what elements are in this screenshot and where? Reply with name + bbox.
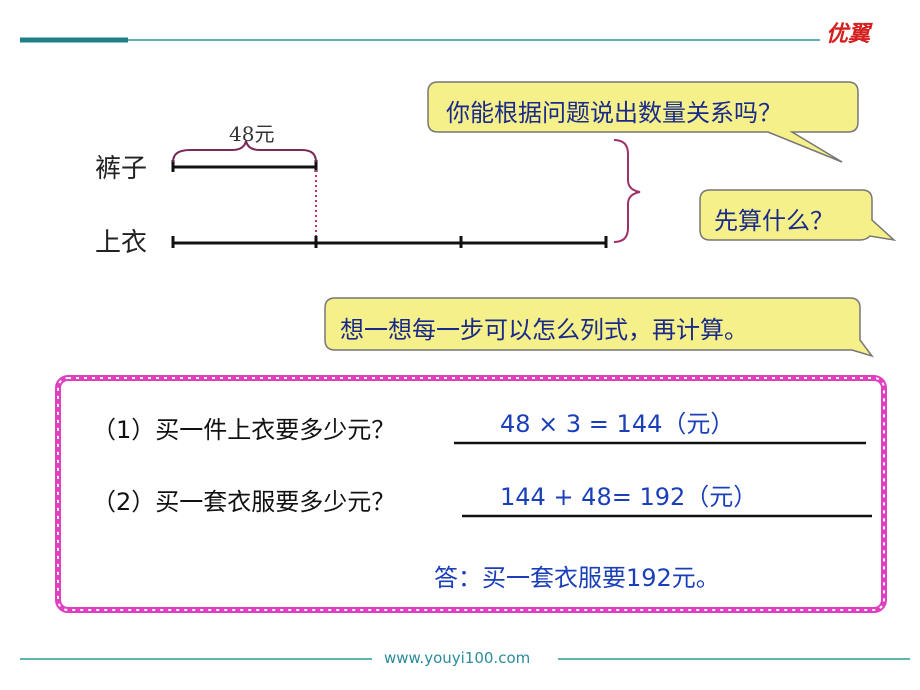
problem-1-question: （1）买一件上衣要多少元？ (92, 416, 396, 444)
price-brace (172, 140, 317, 163)
callout-3-text: 想一想每一步可以怎么列式，再计算。 (340, 316, 748, 344)
logo: 优翼 (826, 16, 870, 48)
callout-3-shape (324, 297, 874, 358)
right-bracket (613, 139, 641, 243)
callout-2-text: 先算什么？ (714, 207, 834, 235)
final-answer: 答：买一套衣服要192元。 (434, 564, 720, 592)
callout-1-text: 你能根据问题说出数量关系吗？ (446, 99, 782, 127)
problem-2-answer: 144 + 48= 192（元） (500, 483, 758, 511)
pants-label: 裤子 (95, 154, 148, 184)
pants-bar (171, 160, 318, 172)
footer-url[interactable]: www.youyi100.com (384, 649, 531, 667)
price-label: 48元 (229, 122, 275, 146)
problem-2-question: （2）买一套衣服要多少元？ (92, 488, 396, 516)
callout-2-shape (699, 189, 897, 242)
logo-text: 优翼 (826, 22, 871, 47)
callout-1-shape (427, 81, 859, 163)
top-label: 上衣 (95, 228, 148, 258)
top-bar (171, 236, 608, 248)
problem-box-frame (55, 375, 887, 613)
problem-1-answer: 48 × 3 = 144（元） (500, 410, 735, 438)
